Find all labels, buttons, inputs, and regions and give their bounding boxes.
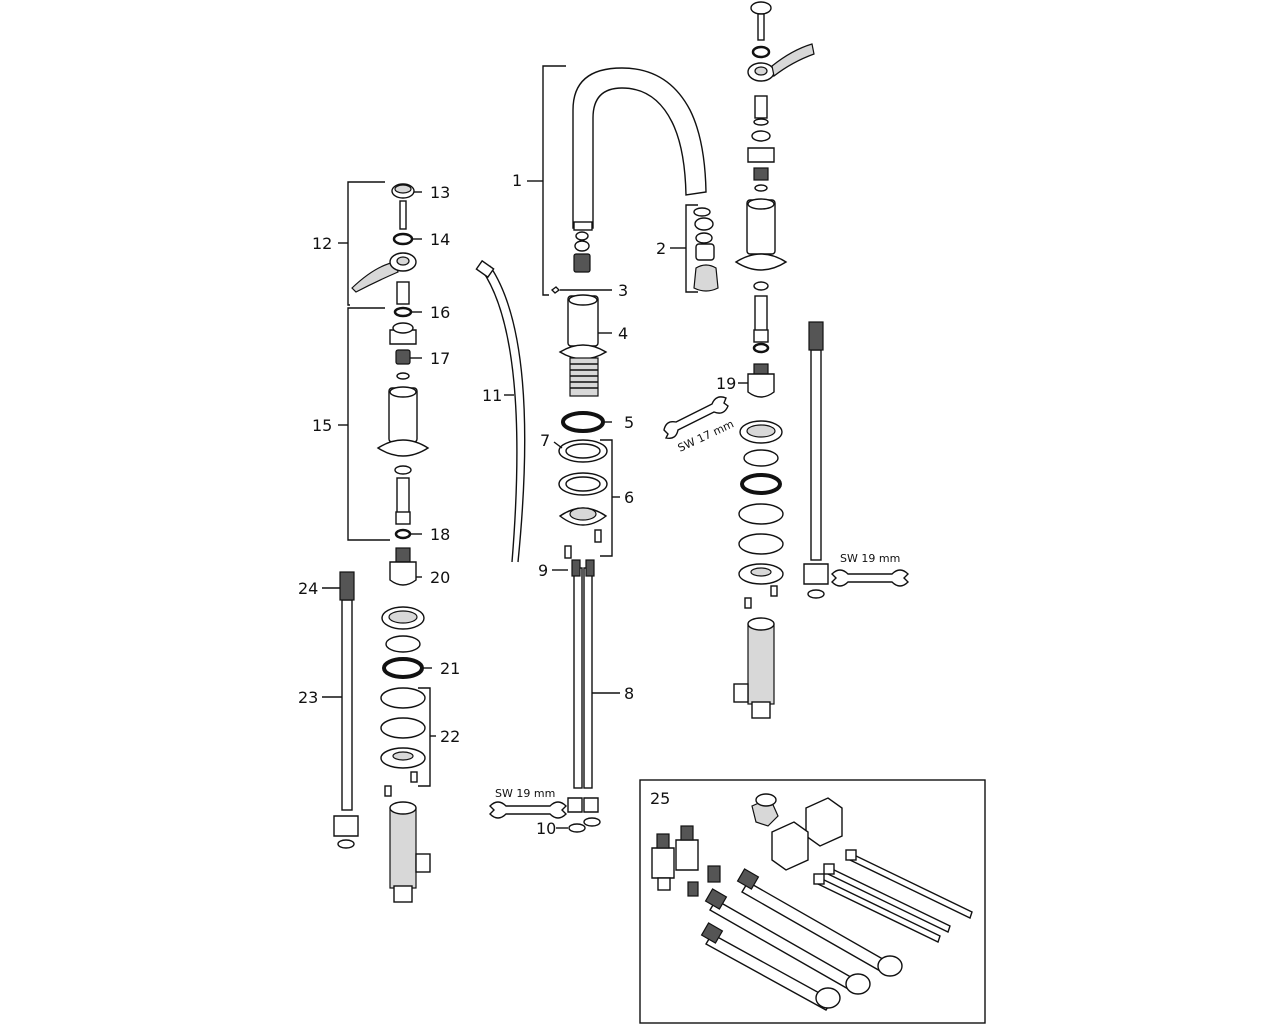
spout [572,67,707,229]
wrench-valve-right: SW 17 mm [663,396,736,455]
callout-21: 21 [440,659,460,678]
callout-2: 2 [656,239,666,258]
left-valve-assembly [338,181,436,903]
wrench-bottom-center: SW 19 mm [489,787,567,819]
callout-10: 10 [536,819,556,838]
callout-16: 16 [430,303,450,322]
wrench-label-bottom-center: SW 19 mm [495,787,555,800]
callout-18: 18 [430,525,450,544]
callout-14: 14 [430,230,450,249]
callout-17: 17 [430,349,450,368]
callout-24: 24 [298,579,318,598]
right-flex-hose [803,321,829,599]
wrench-right-hose: SW 19 mm [831,552,909,587]
accessory-kit-box [639,779,986,1024]
callout-3: 3 [618,281,628,300]
callout-11: 11 [482,386,502,405]
callout-labels: 1 2 3 4 5 6 7 8 9 10 11 12 13 14 15 16 1… [298,171,736,838]
callout-15: 15 [312,416,332,435]
callout-12: 12 [312,234,332,253]
right-valve-assembly [733,1,815,719]
callout-13: 13 [430,183,450,202]
callout-19: 19 [716,374,736,393]
wrench-label-right-hose: SW 19 mm [840,552,900,565]
callout-8: 8 [624,684,634,703]
callout-9: 9 [538,561,548,580]
callout-1: 1 [512,171,522,190]
callout-7: 7 [540,431,550,450]
left-flex-hose [322,571,359,849]
spout-assembly [475,65,719,833]
callout-4: 4 [618,324,628,343]
callout-23: 23 [298,688,318,707]
callout-22: 22 [440,727,460,746]
callout-20: 20 [430,568,450,587]
callout-5: 5 [624,413,634,432]
callout-25: 25 [650,789,670,808]
callout-6: 6 [624,488,634,507]
